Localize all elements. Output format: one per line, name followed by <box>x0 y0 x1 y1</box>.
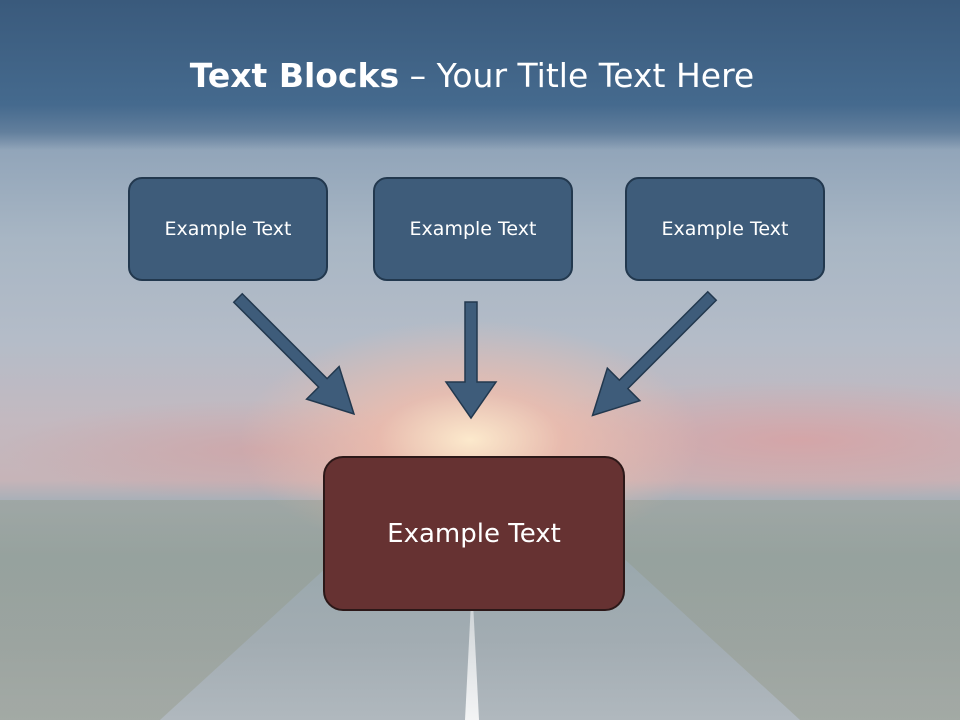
text-block-left-label: Example Text <box>164 218 292 240</box>
slide-title: Text Blocks – Your Title Text Here <box>0 52 944 100</box>
header-band <box>0 0 960 150</box>
text-block-main[interactable]: Example Text <box>323 456 625 611</box>
text-block-left[interactable]: Example Text <box>128 177 328 281</box>
slide-title-rest: – Your Title Text Here <box>399 56 755 95</box>
text-block-main-label: Example Text <box>387 518 561 549</box>
slide-title-bold: Text Blocks <box>189 56 400 95</box>
text-block-center-label: Example Text <box>409 218 537 240</box>
arrow-left-icon <box>232 292 356 416</box>
arrow-center-icon <box>444 301 498 420</box>
background-road-line <box>465 610 479 720</box>
text-block-right-label: Example Text <box>661 218 789 240</box>
arrow-right-icon <box>591 290 718 417</box>
text-block-center[interactable]: Example Text <box>373 177 573 281</box>
text-block-right[interactable]: Example Text <box>625 177 825 281</box>
